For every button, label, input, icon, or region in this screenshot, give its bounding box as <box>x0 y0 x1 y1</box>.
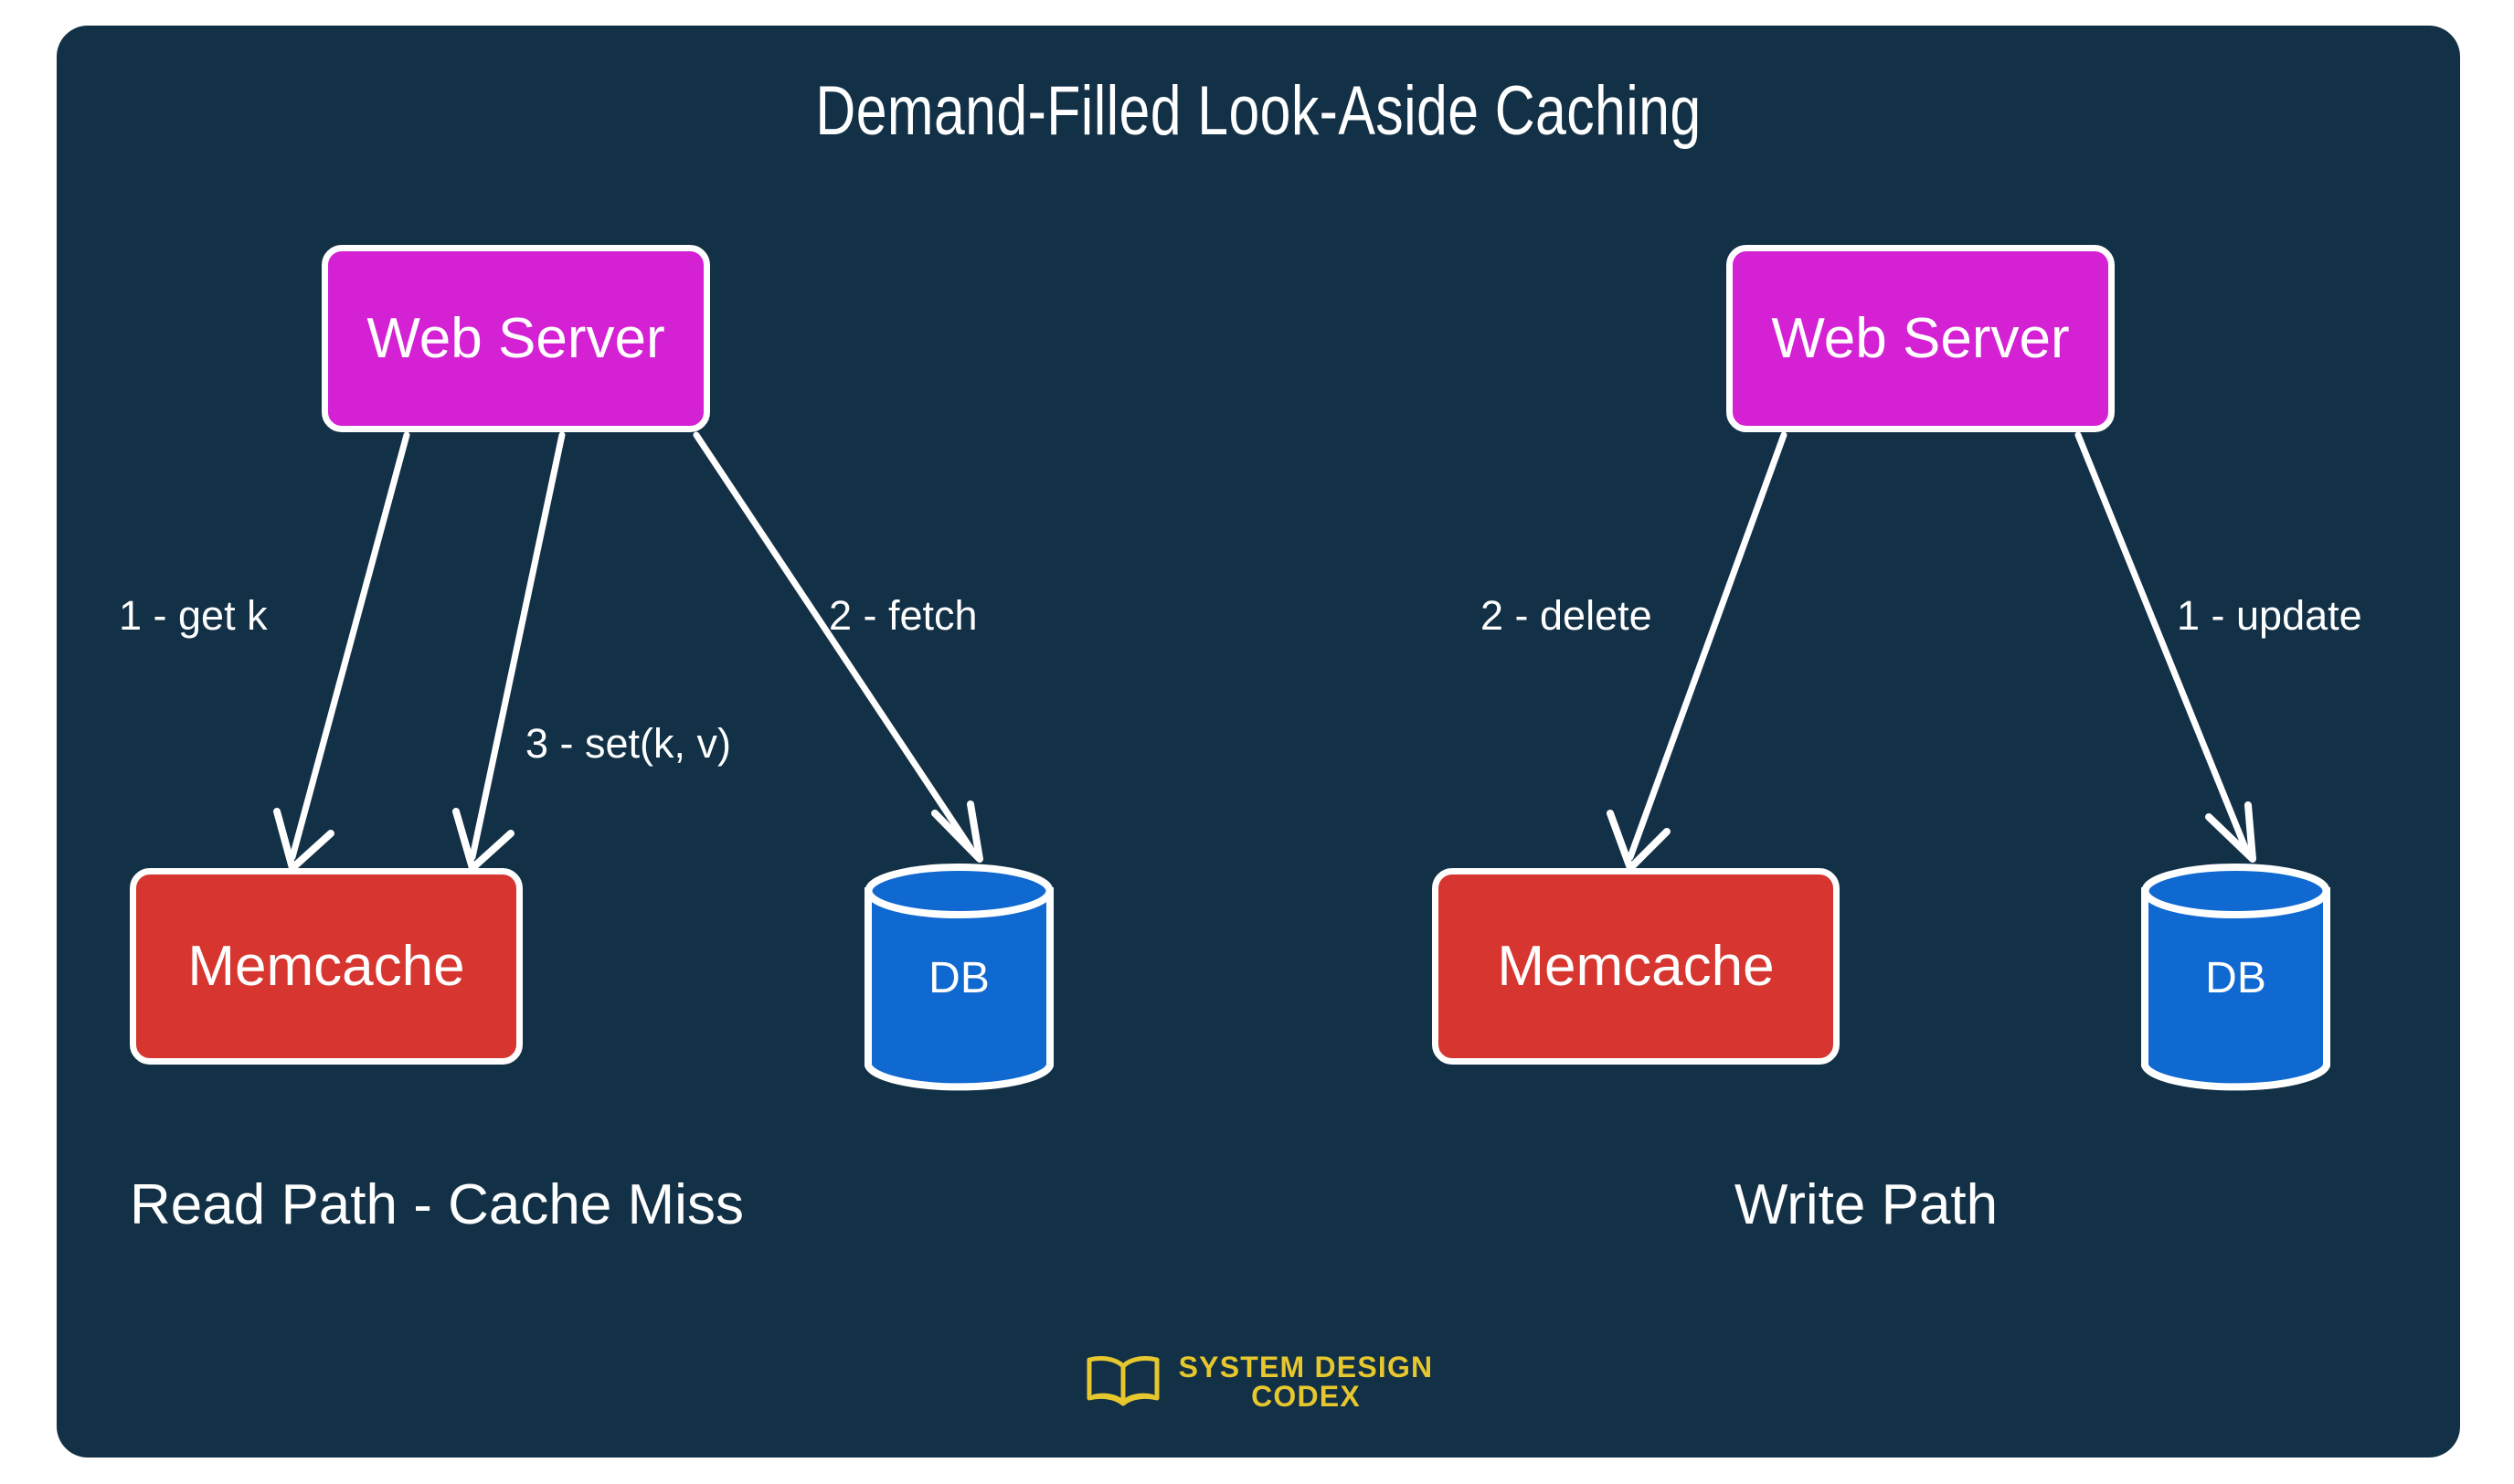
node-label: Memcache <box>1497 935 1775 998</box>
open-book-icon <box>1087 1356 1160 1406</box>
database-cylinder-icon <box>865 864 1054 1091</box>
node-label: DB <box>2205 954 2266 1002</box>
read-path-memcache-node[interactable]: Memcache <box>130 868 523 1065</box>
node-label: Memcache <box>187 935 465 998</box>
brand-logo-text: SYSTEM DESIGN CODEX <box>1179 1352 1434 1411</box>
edge-label-get-k: 1 - get k <box>119 592 268 639</box>
read-path-web-server-node[interactable]: Web Server <box>322 245 710 432</box>
edge-label-fetch: 2 - fetch <box>829 592 978 639</box>
write-path-web-server-node[interactable]: Web Server <box>1726 245 2115 432</box>
write-path-caption: Write Path <box>1734 1173 1999 1236</box>
node-label: Web Server <box>1771 307 2070 370</box>
write-path-database-node[interactable]: DB <box>2137 862 2334 1095</box>
edge-get-k <box>273 431 410 872</box>
edge-label-update: 1 - update <box>2177 592 2362 639</box>
read-path-caption: Read Path - Cache Miss <box>130 1173 744 1236</box>
write-path-memcache-node[interactable]: Memcache <box>1432 868 1840 1065</box>
brand-logo-line-1: SYSTEM DESIGN <box>1178 1351 1434 1383</box>
node-label: DB <box>928 954 990 1002</box>
diagram-card: Demand-Filled Look-Aside Caching <box>57 26 2460 1458</box>
edge-fetch <box>693 431 983 863</box>
edge-label-delete: 2 - delete <box>1480 592 1652 639</box>
page-title: Demand-Filled Look-Aside Caching <box>815 72 1702 150</box>
edge-set-kv <box>452 431 566 872</box>
brand-logo-line-2: CODEX <box>1251 1380 1361 1413</box>
edge-delete <box>1607 431 1787 872</box>
edge-update <box>2074 431 2256 863</box>
edge-label-set-kv: 3 - set(k, v) <box>525 720 732 767</box>
read-path-database-node[interactable]: DB <box>861 862 1057 1095</box>
brand-logo: SYSTEM DESIGN CODEX <box>57 1352 2460 1411</box>
node-label: Web Server <box>366 307 665 370</box>
database-cylinder-icon <box>2141 864 2330 1091</box>
edge-layer <box>273 431 2256 872</box>
